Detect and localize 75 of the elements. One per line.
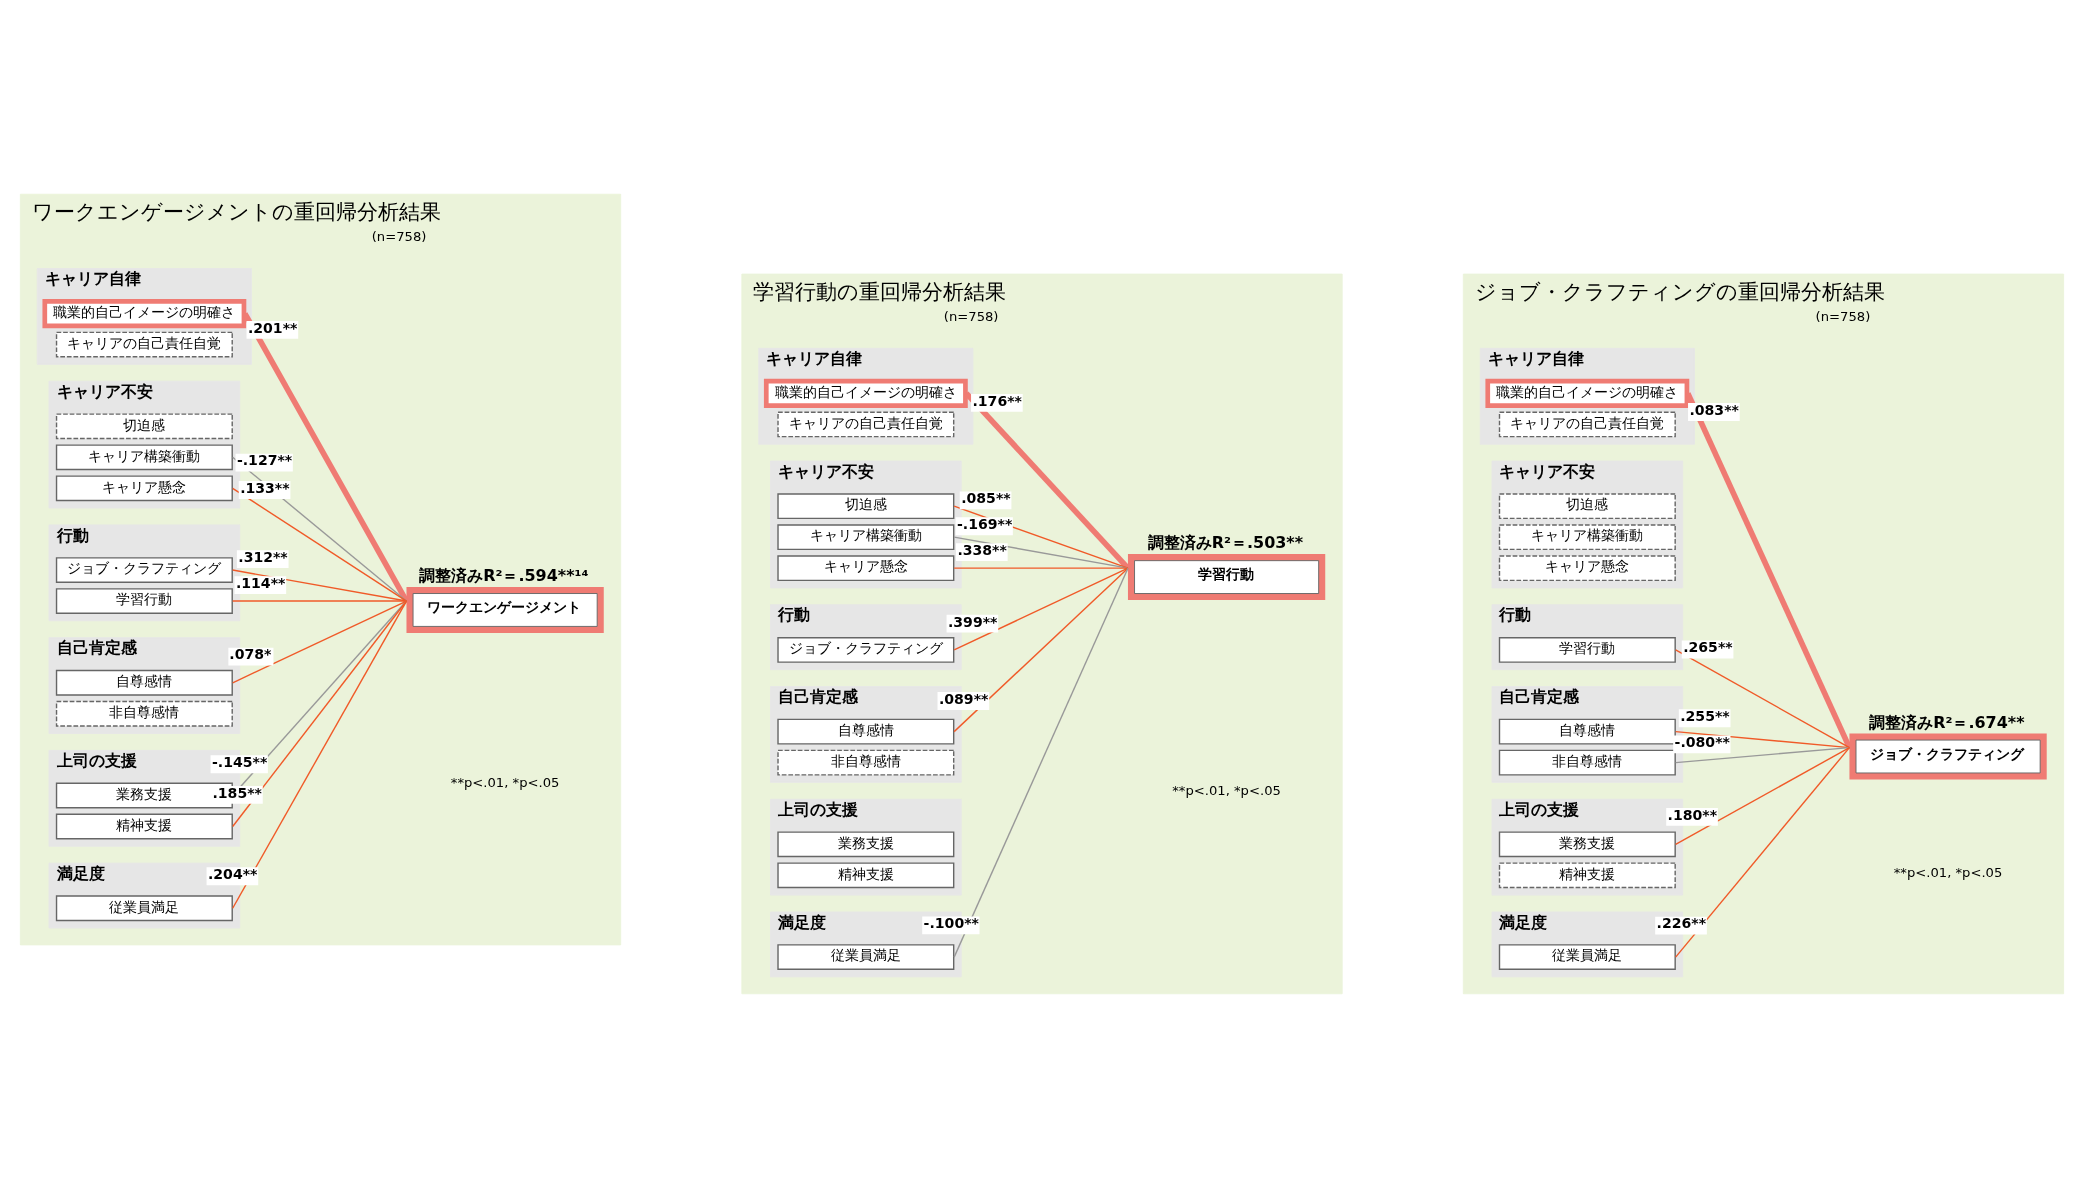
edge-label: .255** [1680,708,1730,725]
node-box: ジョブ・クラフティング [55,557,233,583]
edge-label: .133** [240,479,290,496]
label: **p<.01, *p<.05 [1893,864,2003,880]
connector [231,600,408,909]
edge-label: -.145** [211,754,268,771]
node-box: ジョブ・クラフティング [777,636,955,663]
node-box: 業務支援 [1498,831,1676,858]
node-box: キャリア懸念 [777,555,955,582]
node-box: 自尊感情 [777,718,955,745]
node-box: 従業員満足 [55,895,233,922]
edge-label: .180** [1667,806,1718,823]
node-box: キャリア構築衝動 [777,524,955,551]
edge-label: .114** [235,574,286,591]
node-box: 職業的自己イメージの明確さ [1485,378,1690,408]
connector [231,600,408,602]
edge-label: .338** [957,542,1007,559]
edge-label: .226** [1656,915,1707,932]
node-label: 調整済みR²＝.503** [1147,533,1304,553]
connector [953,567,1129,651]
node-box: 精神支援 [777,862,955,889]
node-box: 自尊感情 [1498,718,1676,745]
node-box: 従業員満足 [1498,944,1676,970]
node-box: 業務支援 [777,831,955,858]
node-box: キャリアの自己責任自覚 [1498,411,1676,438]
edge-label: .089** [938,690,989,707]
label: **p<.01, *p<.05 [450,774,560,790]
connector [1674,746,1851,958]
edge-label: .201** [247,319,298,336]
edge-label: .399** [947,613,998,630]
connector [953,567,1129,733]
node-box: キャリアの自己責任自覚 [55,331,233,358]
node-box: ジョブ・クラフティング [1849,733,2047,780]
node-box: 切迫感 [55,413,233,440]
node-box: 切迫感 [777,493,955,520]
edge-label: -.127** [236,452,293,469]
node-box: キャリア構築衝動 [55,444,233,471]
edge-label: .312** [238,548,288,565]
node-box: 職業的自己イメージの明確さ [763,378,968,408]
edge-label: .176** [972,392,1022,409]
node-box: 自尊感情 [55,669,233,696]
edge-label: .085** [961,490,1011,507]
node-box: キャリアの自己責任自覚 [777,411,955,438]
node-box: 非自尊感情 [1498,749,1676,776]
connector [231,600,408,684]
node-box: 従業員満足 [777,944,955,970]
node-box: 職業的自己イメージの明確さ [42,299,247,329]
node-label: 調整済みR²＝.674** [1869,712,2025,732]
edge-label: -.169** [956,516,1013,533]
edge-label: .083** [1689,401,1739,418]
edge-label: .204** [207,866,258,883]
node-box: キャリア構築衝動 [1498,524,1676,551]
label: **p<.01, *p<.05 [1172,783,1281,799]
node-box: 切迫感 [1498,493,1676,520]
node-box: 学習行動 [1498,636,1676,663]
edge-label: -.100** [923,915,979,932]
edge-label: .185** [212,784,262,801]
node-box: 非自尊感情 [55,700,233,727]
node-box: 精神支援 [1498,862,1676,889]
node-label: 調整済みR²＝.594**¹⁴ [419,565,589,585]
node-box: キャリア懸念 [55,475,233,502]
node-box: ワークエンゲージメント [406,586,604,633]
connector [1674,746,1851,764]
connector [953,567,1129,569]
node-box: キャリア懸念 [1498,555,1676,582]
edge-label: -.080** [1674,734,1730,751]
edge-label: .078* [229,646,272,663]
connector [1674,746,1851,846]
connector [1674,649,1851,749]
edge-label: .265** [1683,639,1733,656]
node-box: 精神支援 [55,813,233,840]
node-box: 非自尊感情 [777,749,955,776]
node-box: 学習行動 [55,588,233,614]
connector [953,567,1129,958]
node-box: 学習行動 [1127,554,1326,601]
